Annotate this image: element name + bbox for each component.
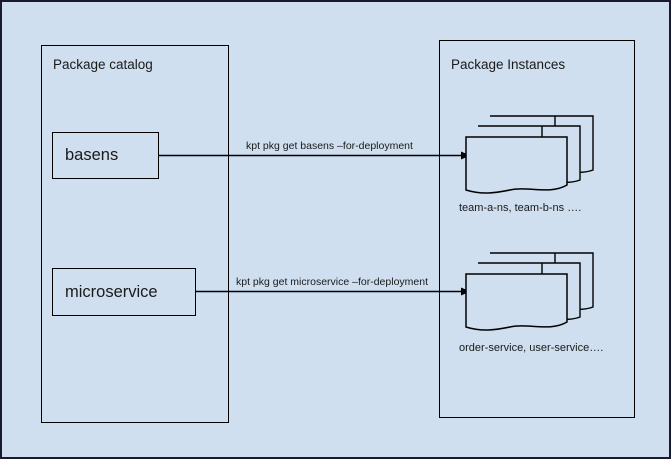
package-box-basens[interactable]: basens (52, 132, 159, 179)
package-instances-container (439, 40, 635, 418)
instance-stack-microservice-caption: order-service, user-service…. (459, 342, 604, 354)
package-instances-title: Package Instances (451, 57, 566, 72)
instance-stack-basens-caption: team-a-ns, team-b-ns …. (459, 202, 582, 214)
edge-label-microservice: kpt pkg get microservice –for-deployment (233, 276, 431, 289)
package-box-basens-label: basens (65, 146, 119, 164)
stack-sheet-front (465, 136, 568, 194)
instance-stack-basens[interactable] (462, 114, 602, 199)
edge-label-basens: kpt pkg get basens –for-deployment (243, 140, 416, 153)
package-catalog-container (41, 45, 229, 423)
package-catalog-title: Package catalog (53, 57, 153, 72)
instance-stack-microservice[interactable] (462, 251, 602, 336)
package-box-microservice[interactable]: microservice (52, 268, 196, 316)
package-box-microservice-label: microservice (65, 282, 158, 301)
stack-sheet-front (465, 273, 568, 331)
